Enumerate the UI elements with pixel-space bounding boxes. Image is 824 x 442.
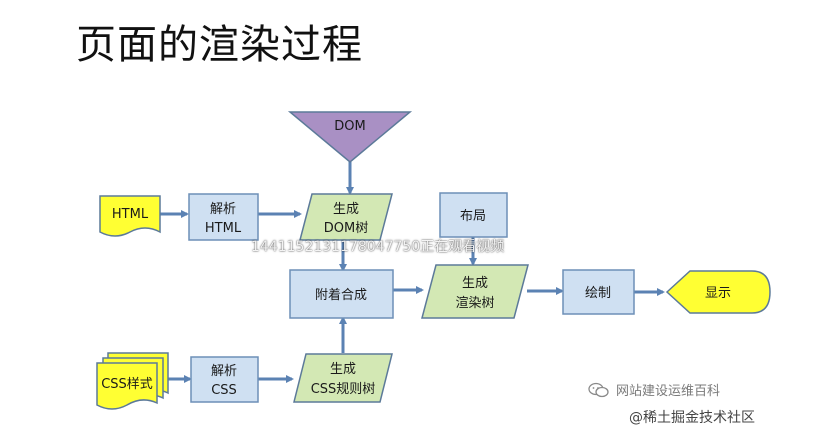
svg-text:HTML: HTML [112, 207, 149, 222]
svg-text:生成: 生成 [462, 276, 488, 291]
svg-text:DOM树: DOM树 [324, 221, 368, 236]
svg-text:CSS规则树: CSS规则树 [311, 382, 376, 397]
svg-text:布局: 布局 [460, 209, 486, 224]
svg-text:生成: 生成 [333, 202, 359, 217]
svg-text:附着合成: 附着合成 [315, 287, 367, 303]
svg-text:DOM: DOM [334, 119, 365, 134]
watermark-source-text: 网站建设运维百科 [616, 384, 721, 399]
parse-css-node: 解析 CSS [190, 356, 259, 403]
svg-text:绘制: 绘制 [585, 286, 611, 301]
watermark-source: 网站建设运维百科 [588, 380, 720, 399]
svg-text:显示: 显示 [705, 286, 731, 301]
svg-text:CSS: CSS [211, 383, 237, 398]
watermark-community: @稀土掘金技术社区 [629, 410, 755, 426]
layout-node: 布局 [439, 192, 508, 238]
svg-text:HTML: HTML [205, 221, 242, 236]
svg-text:渲染树: 渲染树 [455, 296, 494, 311]
svg-text:解析: 解析 [210, 202, 236, 217]
css-style-document-node: CSS样式 [96, 352, 169, 410]
svg-text:解析: 解析 [211, 364, 237, 379]
arrows [160, 162, 665, 383]
generate-css-rule-tree-node: 生成 CSS规则树 [293, 353, 393, 403]
page-title: 页面的渲染过程 [76, 22, 363, 68]
display-node: 显示 [665, 270, 771, 314]
attach-composite-node: 附着合成 [289, 269, 394, 319]
wechat-icon [588, 382, 609, 397]
svg-text:CSS样式: CSS样式 [101, 377, 153, 392]
paint-node: 绘制 [562, 269, 635, 315]
viewer-overlay-text: 1441152131178047750正在观看视频 [251, 239, 505, 255]
dom-node: DOM [287, 111, 413, 163]
generate-dom-tree-node: 生成 DOM树 [299, 193, 393, 241]
parse-html-node: 解析 HTML [188, 193, 259, 241]
generate-render-tree-node: 生成 渲染树 [421, 264, 529, 319]
html-document-node: HTML [99, 195, 161, 237]
svg-text:生成: 生成 [330, 362, 356, 377]
